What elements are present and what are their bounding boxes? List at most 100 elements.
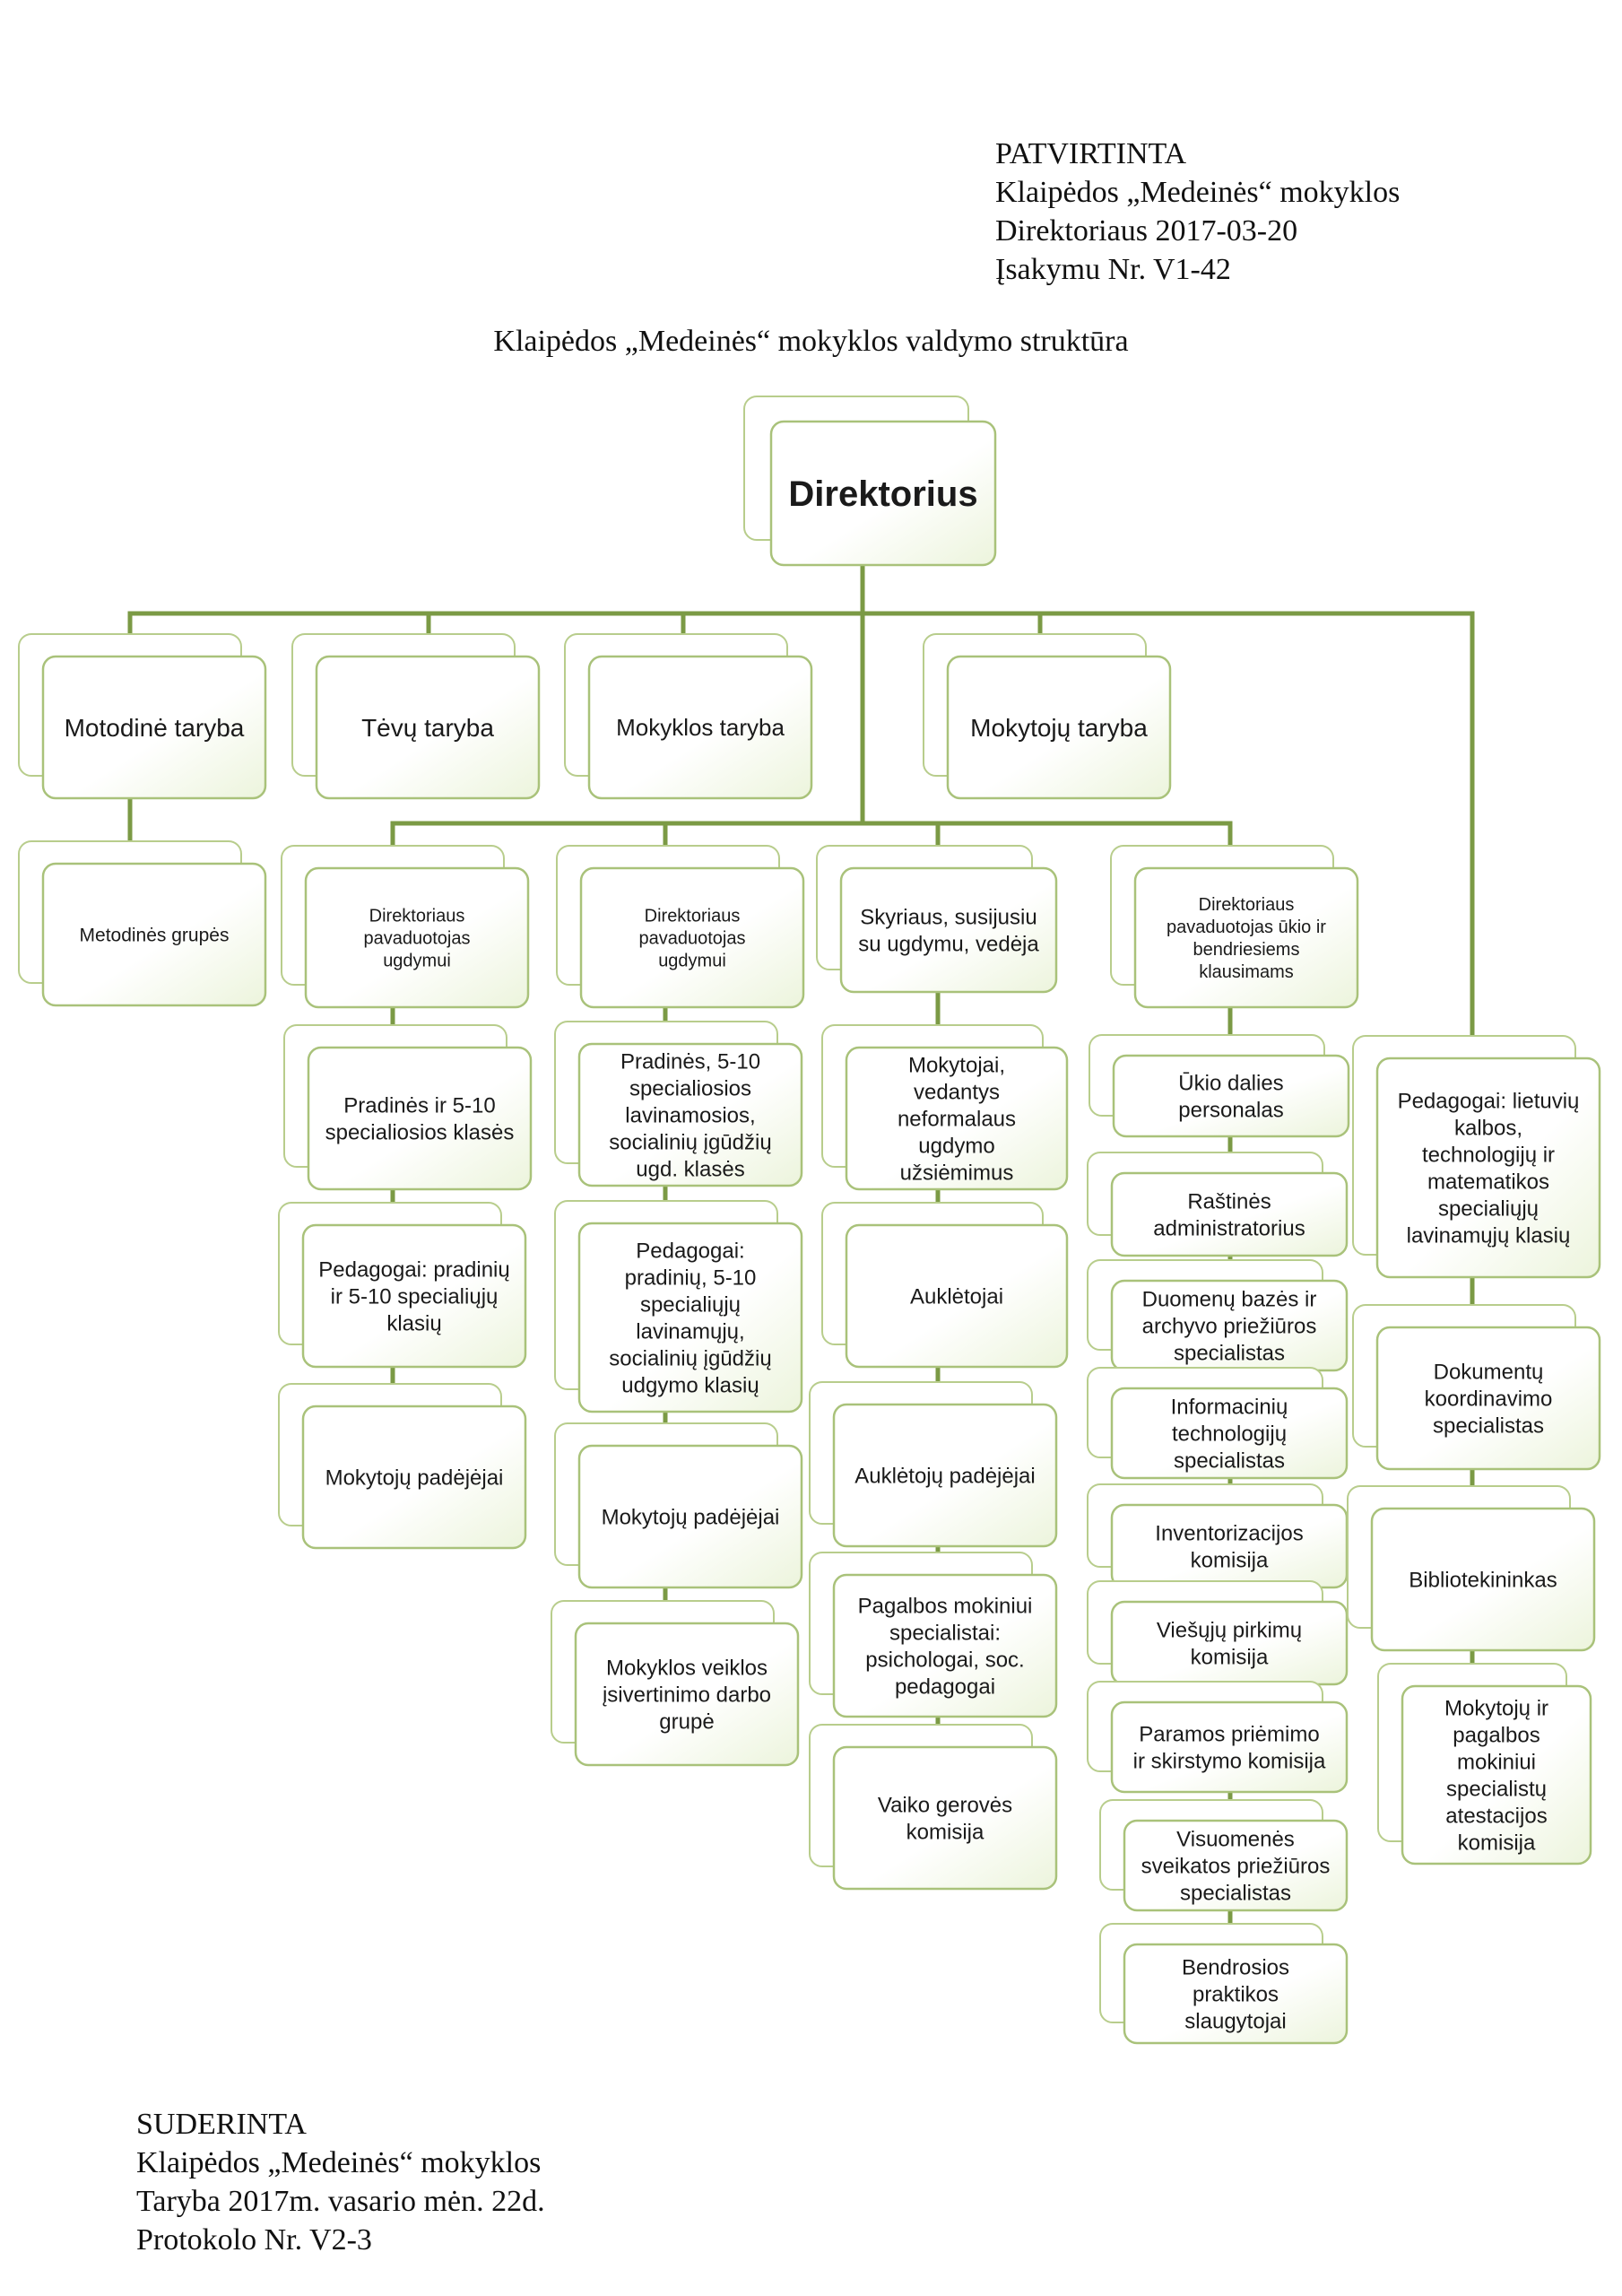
node-label-line: pavaduotojas: [639, 929, 746, 949]
node-label-line: lavinamųjų klasių: [1407, 1223, 1571, 1248]
org-node-methodical-groups: Metodinės grupės: [18, 840, 267, 1007]
node-label-line: technologijų: [1172, 1422, 1287, 1446]
org-node-dept-educator-assistants: Auklėtojų padėjėjai: [809, 1381, 1058, 1548]
node-box: [301, 1405, 527, 1550]
agreement-line: Klaipėdos „Medeinės“ mokyklos: [136, 2146, 542, 2179]
node-box: [1112, 1054, 1350, 1138]
node-label: Tėvų taryba: [361, 714, 494, 742]
node-label-line: lavinamosios,: [625, 1103, 755, 1127]
node-label: Mokytojų taryba: [970, 714, 1148, 742]
node-label-line: koordinavimo: [1425, 1387, 1553, 1411]
node-label-line: Pedagogai:: [636, 1239, 744, 1263]
node-label-line: klausimams: [1199, 962, 1294, 982]
node-label-line: Duomenų bazės ir: [1142, 1287, 1317, 1311]
node-label-line: įsivertinimo darbo: [603, 1683, 771, 1707]
node-label-line: specialiosios klasės: [325, 1120, 515, 1144]
node-label-line: Pagalbos mokiniui: [858, 1594, 1033, 1618]
agreement-stamp: SUDERINTA Klaipėdos „Medeinės“ mokyklos …: [136, 2105, 545, 2259]
node-label: Metodinės grupės: [80, 925, 230, 945]
node-label-line: Informacinių: [1171, 1395, 1288, 1419]
org-node-director: Direktorius: [743, 396, 997, 567]
org-node-dept-educators: Auklėtojai: [821, 1202, 1069, 1369]
node-label-line: bendriesiems: [1193, 940, 1300, 960]
node-label-line: pavaduotojas: [364, 929, 471, 949]
node-box: [577, 1042, 803, 1187]
node-label-line: Dokumentų: [1434, 1360, 1544, 1384]
node-label-line: pagalbos: [1453, 1723, 1540, 1747]
node-label-line: Mokytojai,: [908, 1053, 1005, 1077]
agreement-line: Protokolo Nr. V2-3: [136, 2223, 372, 2257]
node-label-line: Direktoriaus: [369, 907, 465, 926]
node-box: [839, 866, 1058, 994]
node-box: [1370, 1507, 1596, 1652]
node-label-line: specialistai:: [889, 1621, 1001, 1645]
agreement-line: Taryba 2017m. vasario mėn. 22d.: [136, 2185, 545, 2218]
approval-line: Direktoriaus 2017-03-20: [995, 214, 1298, 248]
node-label-line: specialistas: [1174, 1341, 1285, 1365]
node-label-line: Direktoriaus: [645, 907, 741, 926]
node-label-line: Ūkio dalies: [1178, 1071, 1283, 1095]
node-label-line: Mokytojų padėjėjai: [325, 1465, 504, 1490]
node-label-line: Skyriaus, susijusiu: [860, 905, 1037, 929]
node-label-line: specialistas: [1433, 1413, 1544, 1438]
node-label-line: atestacijos: [1445, 1804, 1547, 1828]
document-title: Klaipėdos „Medeinės“ mokyklos valdymo st…: [493, 325, 1129, 358]
node-label-line: matematikos: [1427, 1170, 1549, 1194]
node-label-line: udgymo klasių: [621, 1373, 759, 1397]
agreement-line: SUDERINTA: [136, 2108, 307, 2141]
node-label: Mokyklos taryba: [616, 714, 785, 741]
node-box: [832, 1745, 1058, 1891]
node-label: Motodinė taryba: [65, 714, 245, 742]
node-box: [845, 1223, 1069, 1369]
node-label-line: administratorius: [1153, 1216, 1305, 1240]
node-label-line: Pradinės ir 5-10: [343, 1093, 495, 1118]
node-label-line: Mokyklos taryba: [616, 714, 785, 741]
node-box: [1375, 1326, 1601, 1471]
node-box: [845, 1046, 1069, 1191]
node-box: [579, 866, 805, 1009]
node-label-line: mokiniui: [1457, 1750, 1536, 1774]
org-node-parents-council: Tėvų taryba: [291, 633, 541, 800]
node-label-line: užsiėmimus: [900, 1161, 1014, 1185]
node-label-line: Tėvų taryba: [361, 714, 494, 742]
node-label-line: specialiųjų: [640, 1292, 741, 1317]
node-label-line: sveikatos priežiūros: [1141, 1854, 1331, 1878]
node-box: [1375, 1057, 1601, 1279]
node-box: [304, 866, 530, 1009]
node-label-line: Mokyklos veiklos: [606, 1656, 768, 1680]
node-box: [1110, 1600, 1349, 1686]
org-node-deputy-1-assistants: Mokytojų padėjėjai: [278, 1383, 527, 1550]
node-label-line: Motodinė taryba: [65, 714, 245, 742]
node-label-line: lavinamųjų,: [636, 1319, 744, 1344]
node-label-line: Metodinės grupės: [80, 925, 230, 945]
node-label-line: komisija: [906, 1820, 984, 1844]
node-label-line: Pedagogai: lietuvių: [1398, 1089, 1580, 1113]
node-label-line: Visuomenės: [1176, 1827, 1295, 1851]
node-label-line: Inventorizacijos: [1155, 1521, 1303, 1545]
node-box: [1123, 1819, 1349, 1912]
node-label-line: Auklėtojų padėjėjai: [854, 1464, 1035, 1488]
